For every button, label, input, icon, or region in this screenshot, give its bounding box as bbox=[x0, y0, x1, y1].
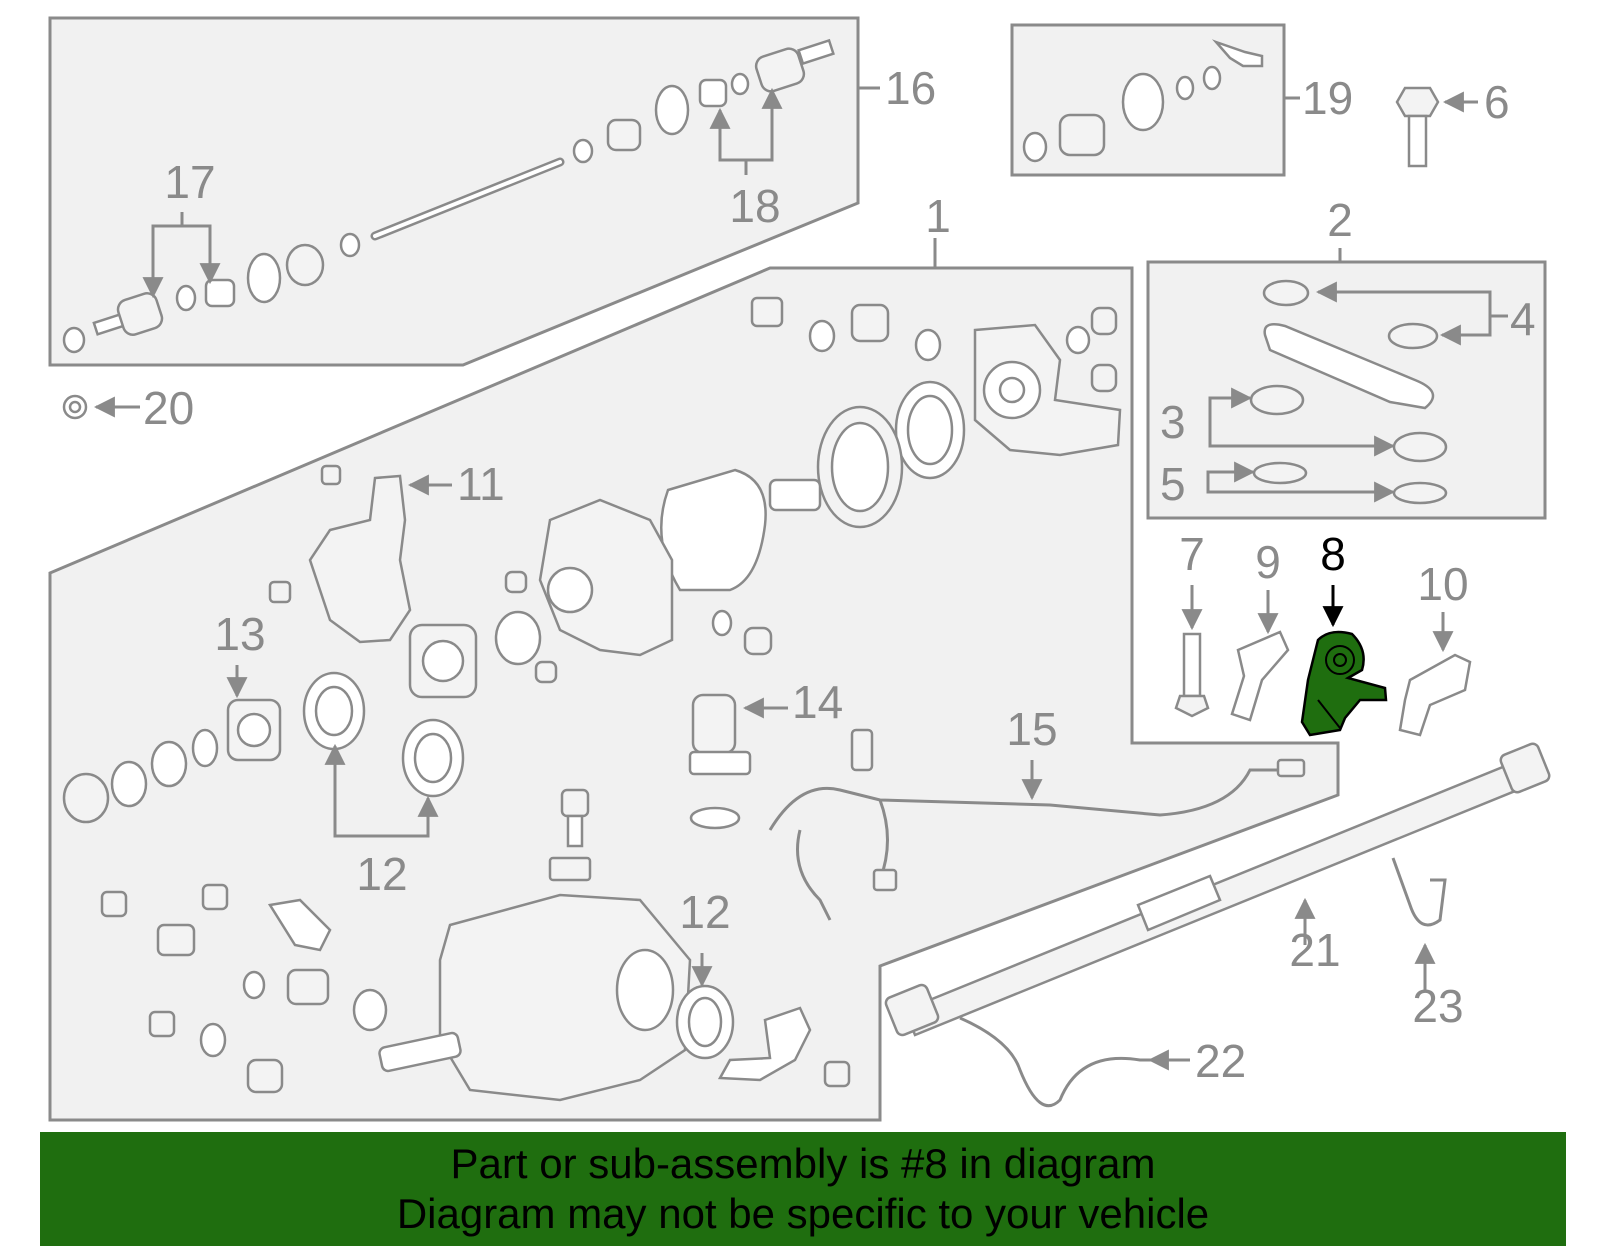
part-8-mount-highlighted bbox=[1300, 585, 1388, 737]
callout-16: 16 bbox=[885, 62, 936, 114]
banner-line-2: Diagram may not be specific to your vehi… bbox=[396, 1190, 1210, 1237]
callout-13: 13 bbox=[214, 608, 265, 660]
callout-22: 22 bbox=[1195, 1035, 1246, 1087]
part-7-bolt bbox=[1174, 585, 1210, 718]
callout-19: 19 bbox=[1302, 72, 1353, 124]
callout-6: 6 bbox=[1484, 76, 1510, 128]
part-23-hanger bbox=[1391, 857, 1447, 990]
callout-11: 11 bbox=[457, 458, 505, 510]
callout-12-upper: 12 bbox=[356, 848, 407, 900]
banner-line-1: Part or sub-assembly is #8 in diagram bbox=[450, 1140, 1156, 1187]
callout-10: 10 bbox=[1417, 558, 1468, 610]
panel-mount-kit bbox=[1146, 248, 1547, 520]
callout-23: 23 bbox=[1412, 980, 1463, 1032]
part-10-bracket bbox=[1398, 612, 1472, 737]
panel-driveshaft-kit bbox=[48, 16, 880, 367]
callout-15: 15 bbox=[1006, 703, 1057, 755]
callout-2: 2 bbox=[1327, 194, 1353, 246]
panel-joint-kit bbox=[1010, 23, 1300, 177]
callout-8: 8 bbox=[1320, 528, 1346, 580]
part-9-bracket bbox=[1230, 590, 1290, 722]
part-22-cable bbox=[959, 1016, 1190, 1108]
callout-9: 9 bbox=[1255, 536, 1281, 588]
part-20-clip bbox=[62, 394, 140, 420]
info-banner: Part or sub-assembly is #8 in diagram Di… bbox=[40, 1132, 1566, 1246]
part-6-bolt bbox=[1395, 86, 1478, 168]
callout-4: 4 bbox=[1510, 293, 1536, 345]
callout-3: 3 bbox=[1160, 396, 1186, 448]
callout-18: 18 bbox=[729, 180, 780, 232]
panel-differential-assembly bbox=[48, 238, 1340, 1122]
callout-5: 5 bbox=[1160, 458, 1186, 510]
callout-17: 17 bbox=[164, 156, 215, 208]
callout-7: 7 bbox=[1179, 528, 1205, 580]
callout-21: 21 bbox=[1289, 924, 1340, 976]
callout-12-lower: 12 bbox=[679, 886, 730, 938]
part-21-propeller-shaft bbox=[884, 742, 1551, 1037]
callout-14: 14 bbox=[792, 676, 843, 728]
callout-1: 1 bbox=[925, 190, 951, 242]
callout-20: 20 bbox=[143, 382, 194, 434]
